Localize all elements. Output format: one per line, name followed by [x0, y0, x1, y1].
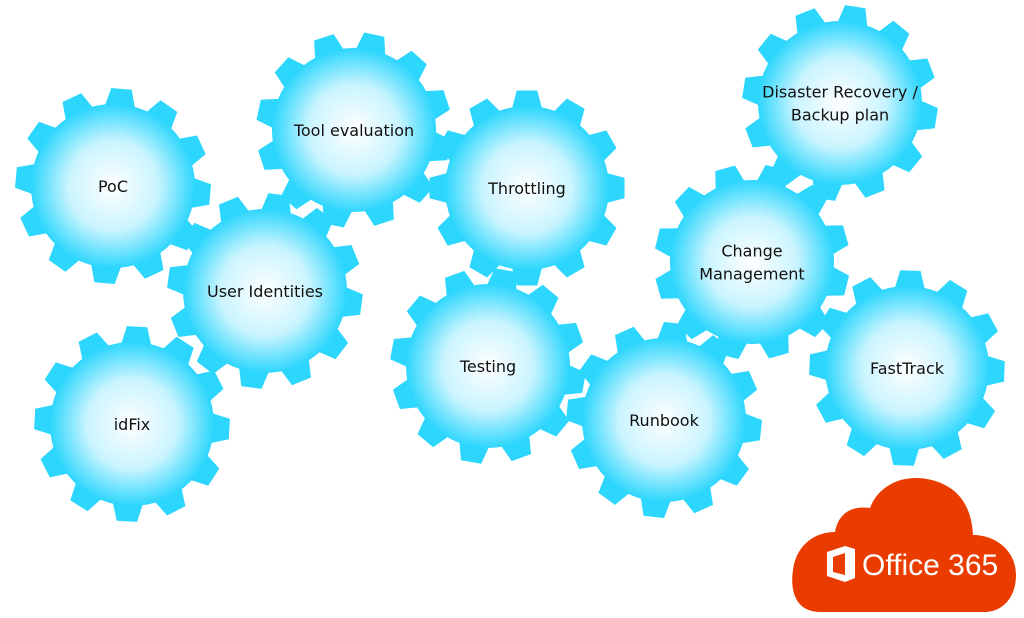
gear-user-identities: User Identities	[167, 193, 363, 389]
gear-tool-evaluation: Tool evaluation	[256, 32, 452, 228]
gear-testing: Testing	[390, 268, 586, 464]
gear-label: FastTrack	[870, 359, 945, 378]
gear-label: Throttling	[487, 179, 566, 198]
gear-disaster-recovery: Disaster Recovery / Backup plan	[742, 5, 938, 201]
office-icon	[827, 546, 855, 582]
gear-fasttrack: FastTrack	[809, 270, 1005, 466]
gear-body	[825, 286, 989, 450]
gear-body	[758, 21, 922, 185]
gear-body	[272, 48, 436, 212]
gear-body	[31, 104, 195, 268]
gear-label: Management	[699, 265, 804, 284]
gear-idfix: idFix	[34, 326, 230, 522]
gear-throttling: Throttling	[429, 90, 625, 286]
gear-body	[445, 106, 609, 270]
gear-body	[406, 284, 570, 448]
cloud-shape	[792, 478, 1016, 612]
gear-label: PoC	[98, 177, 128, 196]
gear-label: Tool evaluation	[293, 121, 414, 140]
gear-body	[183, 209, 347, 373]
gear-body	[582, 338, 746, 502]
gear-runbook: Runbook	[566, 322, 762, 518]
gear-label: User Identities	[207, 282, 323, 301]
gear-label: Testing	[459, 357, 516, 376]
office365-logo-text: Office 365	[862, 549, 998, 582]
gear-label: Change	[721, 242, 782, 261]
gear-label: Backup plan	[791, 106, 889, 125]
gear-body	[670, 180, 834, 344]
gear-label: Disaster Recovery /	[762, 83, 918, 102]
office365-logo: Office 365	[792, 478, 1016, 612]
gear-body	[50, 342, 214, 506]
gear-label: Runbook	[629, 411, 699, 430]
gear-poc: PoC	[15, 88, 211, 284]
gear-label: idFix	[114, 415, 151, 434]
